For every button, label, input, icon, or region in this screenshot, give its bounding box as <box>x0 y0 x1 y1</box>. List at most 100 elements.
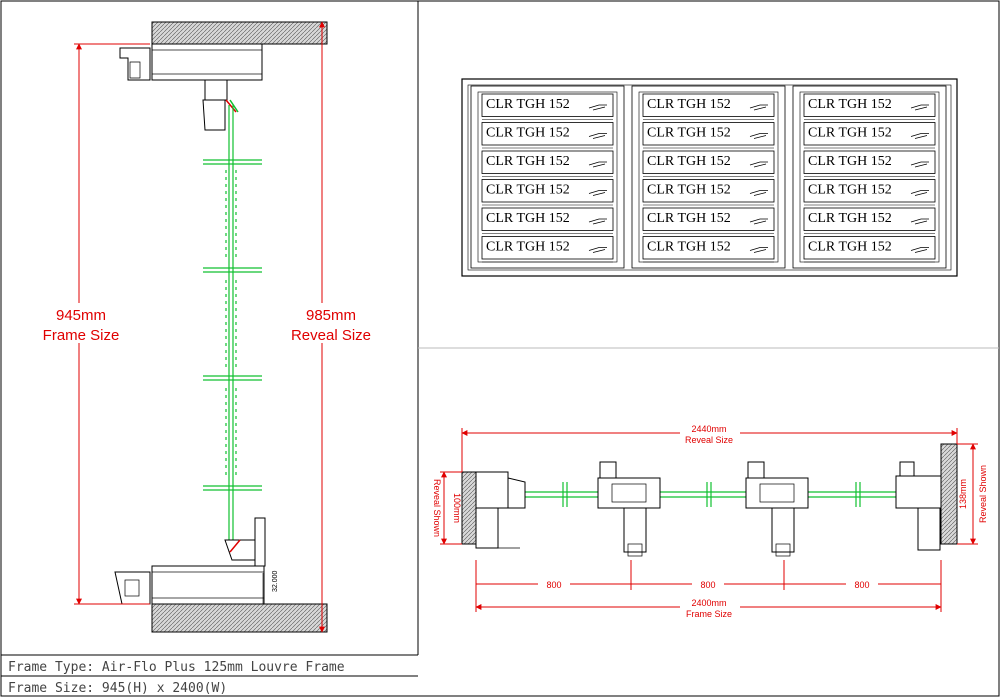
blade-label: CLR TGH 152 <box>486 240 570 255</box>
blade-label: CLR TGH 152 <box>808 126 892 141</box>
plan-mullion-1 <box>597 461 661 557</box>
louvre-blade <box>803 150 936 174</box>
louvre-blade <box>481 179 614 203</box>
frame-size-label: Frame Size <box>43 327 120 344</box>
segment-dimension-2: 800 <box>700 580 715 590</box>
blade-label: CLR TGH 152 <box>647 126 731 141</box>
plan-left-reveal-dimension: 100mm Reveal Shown <box>432 471 462 545</box>
right-reveal-label: Reveal Shown <box>978 465 988 523</box>
blade-label: CLR TGH 152 <box>647 211 731 226</box>
plan-reveal-value: 2440mm <box>691 424 726 434</box>
blade-label: CLR TGH 152 <box>486 183 570 198</box>
bottom-wall <box>151 603 328 633</box>
blade-stack <box>203 105 262 540</box>
plan-frame-label: Frame Size <box>686 609 732 619</box>
frame-type-text: Frame Type: Air-Flo Plus 125mm Louvre Fr… <box>8 660 345 675</box>
plan-mullion-2 <box>745 461 809 557</box>
blade-clip-icon <box>749 104 768 111</box>
blade-clip-icon <box>749 218 768 225</box>
plan-view: 2440mm Reveal Size 800 800 800 2400mm Fr… <box>432 423 988 619</box>
segment-dimension-3: 800 <box>854 580 869 590</box>
title-block: Frame Type: Air-Flo Plus 125mm Louvre Fr… <box>1 654 418 696</box>
blade-clip-icon <box>910 218 929 225</box>
small-dimension: 32.000 <box>262 570 279 604</box>
blade-label: CLR TGH 152 <box>486 154 570 169</box>
frame-size-value: 945mm <box>56 307 106 324</box>
louvre-blade <box>481 122 614 146</box>
blade-label: CLR TGH 152 <box>486 97 570 112</box>
reveal-size-value: 985mm <box>306 307 356 324</box>
plan-left-jamb <box>475 471 526 549</box>
plan-reveal-dimension: 2440mm Reveal Size <box>461 423 958 472</box>
louvre-blade <box>481 236 614 260</box>
louvre-blade <box>642 179 775 203</box>
louvre-blade <box>803 207 936 231</box>
louvre-blade <box>642 150 775 174</box>
blade-label: CLR TGH 152 <box>808 211 892 226</box>
blade-label: CLR TGH 152 <box>486 211 570 226</box>
louvre-blade <box>803 236 936 260</box>
frame-size-dimension: 945mm Frame Size <box>36 43 150 605</box>
louvre-blade <box>803 179 936 203</box>
plan-right-wall <box>940 443 958 545</box>
blade-clip-icon <box>910 190 929 196</box>
plan-reveal-label: Reveal Size <box>685 435 733 445</box>
elevation-outer-frame <box>461 78 958 277</box>
section-view: 945mm Frame Size 985mm Reveal Size 32.00… <box>36 21 376 633</box>
louvre-blade <box>803 122 936 146</box>
louvre-blade <box>481 150 614 174</box>
blade-clip-icon <box>910 247 929 253</box>
blade-label: CLR TGH 152 <box>647 97 731 112</box>
blade-clip-icon <box>910 133 929 139</box>
blade-label: CLR TGH 152 <box>486 126 570 141</box>
blade-label: CLR TGH 152 <box>808 240 892 255</box>
top-wall <box>151 21 328 45</box>
blade-clip-icon <box>588 190 607 196</box>
plan-right-jamb <box>895 461 942 551</box>
blade-clip-icon <box>588 133 607 139</box>
left-reveal-value: 100mm <box>452 493 462 523</box>
blade-label: CLR TGH 152 <box>647 183 731 198</box>
blade-clip-icon <box>749 161 768 168</box>
plan-right-reveal-dimension: 138mm Reveal Shown <box>957 443 988 545</box>
left-reveal-label: Reveal Shown <box>432 479 442 537</box>
blade-clip-icon <box>588 161 607 168</box>
top-frame-profile <box>119 43 263 131</box>
blade-label: CLR TGH 152 <box>647 154 731 169</box>
blade-label: CLR TGH 152 <box>808 97 892 112</box>
segment-dimension-1: 800 <box>546 580 561 590</box>
plan-frame-value: 2400mm <box>691 598 726 608</box>
blade-clip-icon <box>910 161 929 168</box>
blade-label: CLR TGH 152 <box>808 154 892 169</box>
reveal-size-dimension: 985mm Reveal Size <box>282 21 376 633</box>
right-reveal-value: 138mm <box>958 479 968 509</box>
blade-clip-icon <box>749 247 768 253</box>
louvre-blade <box>481 93 614 117</box>
small-dimension-value: 32.000 <box>272 570 279 592</box>
louvre-blade <box>481 207 614 231</box>
plan-segment-dimensions: 800 800 800 <box>475 560 942 590</box>
blade-label: CLR TGH 152 <box>647 240 731 255</box>
blade-clip-icon <box>588 247 607 253</box>
louvre-blade <box>803 93 936 117</box>
bottom-frame-profile <box>114 517 266 605</box>
blade-clip-icon <box>749 133 768 139</box>
blade-label: CLR TGH 152 <box>808 183 892 198</box>
louvre-blade <box>642 207 775 231</box>
blade-clip-icon <box>910 104 929 111</box>
plan-frame-dimension: 2400mm Frame Size <box>475 590 942 619</box>
louvre-blade <box>642 122 775 146</box>
blade-clip-icon <box>588 104 607 111</box>
blade-clip-icon <box>588 218 607 225</box>
reveal-size-label: Reveal Size <box>291 327 371 344</box>
louvre-blade <box>642 93 775 117</box>
plan-left-wall <box>461 471 477 545</box>
frame-size-text: Frame Size: 945(H) x 2400(W) <box>8 681 227 696</box>
louvre-blade <box>642 236 775 260</box>
blade-clip-icon <box>749 190 768 196</box>
